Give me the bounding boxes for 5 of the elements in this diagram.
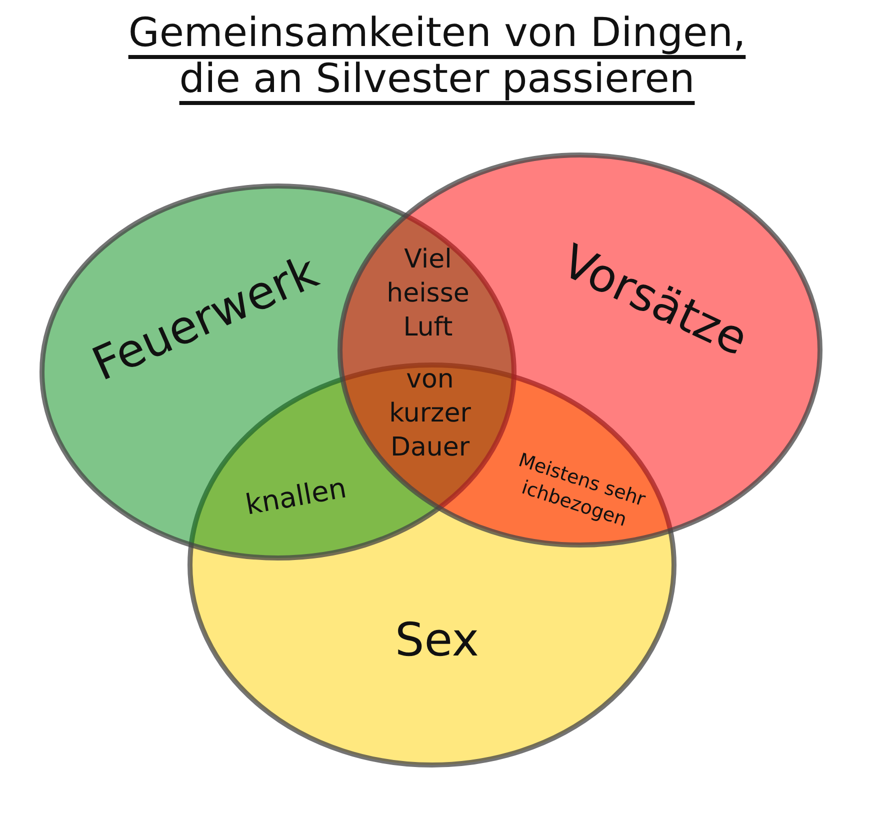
set-label: Sex — [395, 614, 479, 666]
region-label: Viel heisse Luft — [386, 243, 470, 344]
region-label: knallen — [242, 470, 350, 524]
region-label: von kurzer Dauer — [389, 363, 471, 464]
diagram-title: Gemeinsamkeiten von Dingen, die an Silvester passieren — [127, 10, 747, 102]
